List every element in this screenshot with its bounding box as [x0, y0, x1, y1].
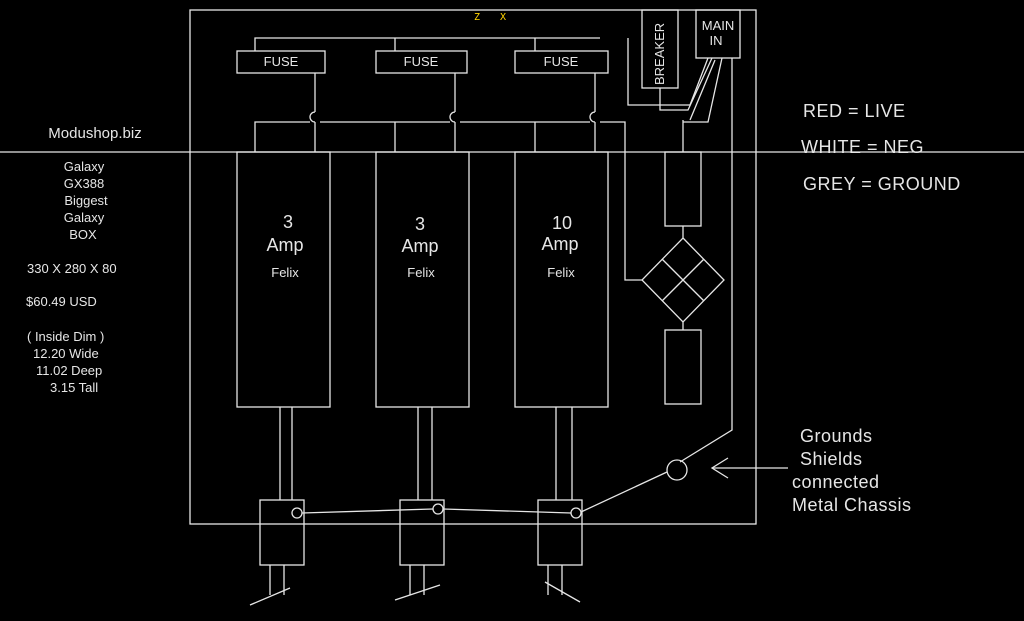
supply-brand: Felix: [407, 265, 435, 280]
supply-brand: Felix: [547, 265, 575, 280]
main-input: MAIN IN: [695, 9, 741, 59]
ground-note-line-4: Metal Chassis: [792, 495, 912, 515]
ground-arrow-icon: [710, 457, 788, 479]
output-wires: [279, 407, 573, 500]
filter-bottom: [664, 329, 702, 405]
top-bus-wire: [254, 37, 600, 51]
axis-x-label: X: [500, 12, 506, 23]
box-price: $60.49 USD: [26, 294, 97, 309]
inside-height: 3.15 Tall: [50, 380, 98, 395]
ground-note-line-2: Shields: [800, 449, 863, 469]
fuse-label: FUSE: [264, 54, 299, 69]
breaker: BREAKER: [641, 9, 679, 89]
legend-red: RED = LIVE: [803, 101, 906, 121]
model-line-3: Biggest: [64, 193, 108, 208]
model-line-4: Galaxy: [64, 210, 105, 225]
site-name: Modushop.biz: [48, 125, 141, 142]
power-supply-1: 3 Amp Felix: [236, 151, 331, 408]
fuse-1: FUSE: [236, 50, 326, 74]
inside-width: 12.20 Wide: [33, 346, 99, 361]
ground-note-line-3: connected: [792, 472, 880, 492]
legend-grey: GREY = GROUND: [803, 174, 961, 194]
inside-dim-title: ( Inside Dim ): [27, 329, 104, 344]
output-connector-1: [249, 499, 305, 606]
ground-note-line-1: Grounds: [800, 426, 873, 446]
enclosure-notes: Modushop.biz Galaxy GX388 Biggest Galaxy…: [26, 125, 142, 395]
supply-unit: Amp: [401, 236, 438, 256]
supply-unit: Amp: [541, 234, 578, 254]
inside-depth: 11.02 Deep: [36, 363, 102, 378]
output-connector-3: [537, 499, 583, 603]
output-connector-2: [394, 499, 445, 601]
chassis-outline: [189, 9, 757, 525]
filter-top: [664, 151, 702, 238]
box-dims: 330 X 280 X 80: [27, 261, 117, 276]
supply-rating: 3: [283, 212, 293, 232]
model-line-5: BOX: [69, 227, 97, 242]
fuse-label: FUSE: [404, 54, 439, 69]
main-wiring: [627, 38, 733, 463]
supply-rating: 3: [415, 214, 425, 234]
fuse-3: FUSE: [514, 50, 609, 74]
main-in-label-1: MAIN: [702, 18, 735, 33]
supply-unit: Amp: [266, 235, 303, 255]
power-supply-3: 10 Amp Felix: [514, 151, 609, 408]
color-legend: RED = LIVE WHITE = NEG GREY = GROUND: [801, 101, 961, 194]
ground-note: Grounds Shields connected Metal Chassis: [792, 426, 912, 515]
fuse-output-wires: [309, 73, 596, 152]
breaker-label: BREAKER: [652, 23, 667, 85]
ground-point: [666, 459, 688, 481]
supply-rating: 10: [552, 213, 572, 233]
neg-bus-wire: [254, 121, 642, 281]
ground-chain-wire: [301, 471, 668, 514]
model-line-2: GX388: [64, 176, 104, 191]
main-in-label-2: IN: [710, 33, 723, 48]
fuse-2: FUSE: [375, 50, 468, 74]
axis-z-label: Z: [474, 12, 480, 23]
legend-white: WHITE = NEG: [801, 137, 924, 157]
supply-brand: Felix: [271, 265, 299, 280]
model-line-1: Galaxy: [64, 159, 105, 174]
bridge-rectifier: [641, 237, 725, 330]
fuse-label: FUSE: [544, 54, 579, 69]
power-supply-2: 3 Amp Felix: [375, 151, 470, 408]
